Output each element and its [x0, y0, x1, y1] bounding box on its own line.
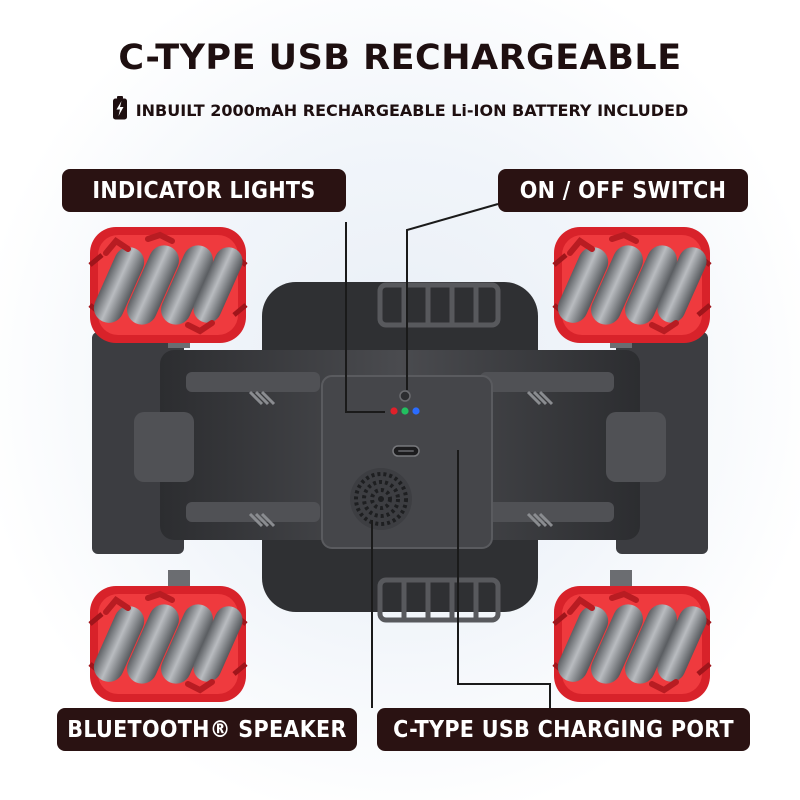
battery-cover	[321, 375, 493, 549]
speaker-grille	[350, 468, 412, 530]
callout-indicator-lights: INDICATOR LIGHTS	[62, 169, 346, 212]
usb-c-port	[392, 445, 420, 457]
on-off-switch	[399, 390, 411, 402]
callout-bluetooth-speaker: BLUETOOTH® SPEAKER	[57, 708, 357, 751]
wheel-rear-right	[553, 586, 711, 702]
subtitle-text: INBUILT 2000mAH RECHARGEABLE Li-ION BATT…	[135, 101, 689, 120]
wheel-rear-left	[89, 586, 247, 702]
page-title: C-TYPE USB RECHARGEABLE	[118, 38, 682, 78]
wheel-front-left	[89, 227, 247, 343]
page-subtitle: INBUILT 2000mAH RECHARGEABLE Li-ION BATT…	[0, 96, 800, 124]
callout-usb-charging-port: C-TYPE USB CHARGING PORT	[377, 708, 750, 751]
wheel-front-right	[553, 227, 711, 343]
indicator-lights	[390, 407, 420, 415]
battery-charging-icon	[112, 96, 128, 124]
callout-leader-lines	[345, 203, 551, 708]
callout-on-off-switch: ON / OFF SWITCH	[498, 169, 748, 212]
